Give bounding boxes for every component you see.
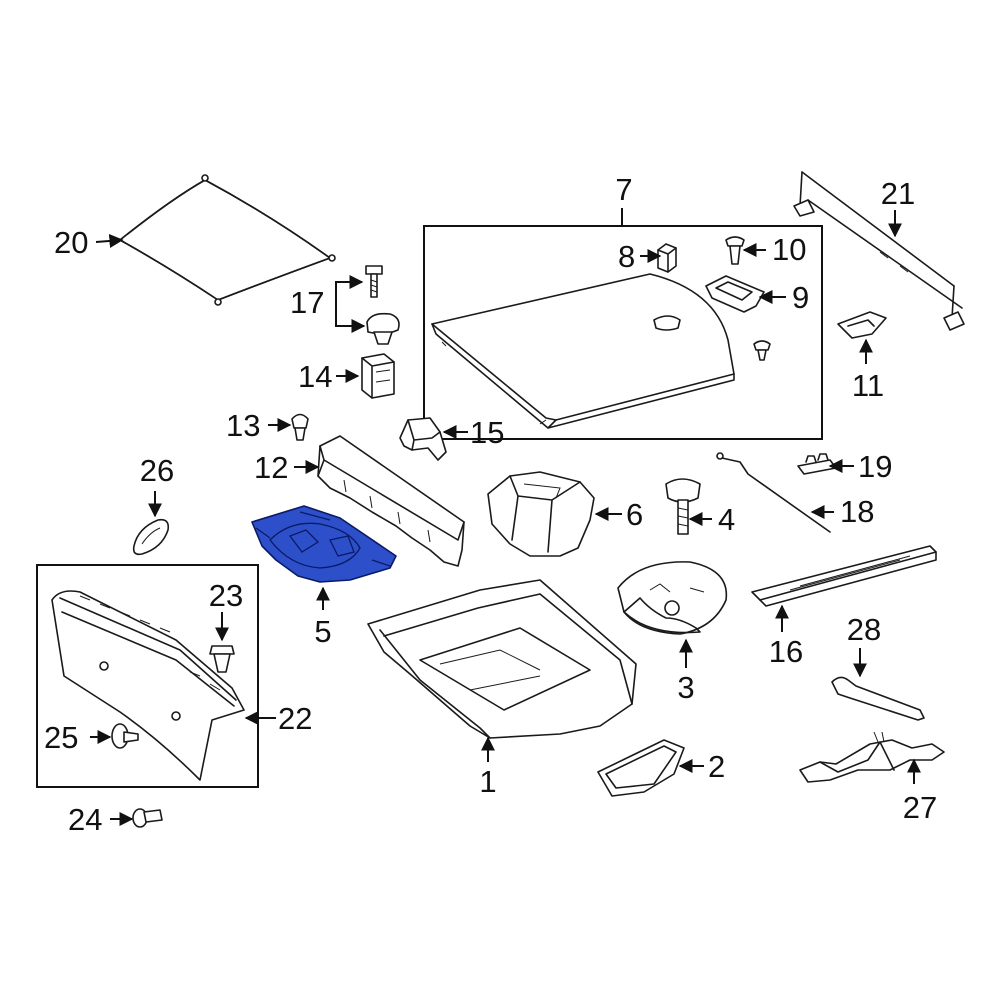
callout-23: 23	[209, 578, 243, 613]
bolt-24-part	[132, 808, 163, 828]
group-box-22	[36, 564, 259, 788]
callout-27: 27	[903, 790, 937, 825]
wheel-well-3-part	[617, 561, 728, 635]
callout-19: 19	[858, 449, 892, 484]
callout-8: 8	[618, 239, 635, 274]
trim-panel-22-part	[51, 590, 245, 781]
fastener-25-part	[111, 723, 139, 749]
callout-25: 25	[44, 720, 78, 755]
bracket-11-part	[837, 311, 887, 339]
callout-15: 15	[470, 415, 504, 450]
callout-18: 18	[840, 494, 874, 529]
tray-2-part	[597, 739, 685, 797]
wrench-28-part	[831, 676, 925, 721]
cargo-floor-7-part	[431, 273, 735, 429]
bracket-19-part	[797, 453, 837, 475]
pin-part	[753, 340, 771, 361]
callout-5: 5	[314, 614, 331, 649]
storage-box-6-part	[487, 471, 595, 557]
bracket-14-part	[361, 353, 395, 399]
callout-11: 11	[852, 368, 884, 403]
spare-tray-5-part	[251, 505, 397, 583]
callout-24: 24	[68, 802, 102, 837]
callout-2: 2	[708, 749, 725, 784]
cargo-net-part	[119, 174, 336, 306]
clip-8-part	[657, 243, 677, 273]
cargo-tub-1-part	[367, 579, 637, 739]
callout-20: 20	[54, 225, 88, 260]
callout-10: 10	[772, 232, 806, 267]
callout-28: 28	[847, 612, 881, 647]
callout-26: 26	[140, 453, 174, 488]
handle-9-part	[705, 275, 765, 313]
bolt-17-part	[365, 265, 383, 298]
callout-6: 6	[626, 497, 643, 532]
rail-16-part	[751, 545, 937, 607]
clip-23-part	[209, 645, 235, 673]
pin-10-part	[725, 236, 745, 265]
bolt-4-part	[665, 478, 701, 535]
callout-3: 3	[677, 670, 694, 705]
rod-21-part	[793, 171, 965, 331]
side-trim-12-part	[317, 435, 465, 567]
callout-4: 4	[718, 502, 735, 537]
leader-lines	[90, 208, 921, 826]
callout-13: 13	[226, 408, 260, 443]
callout-16: 16	[769, 634, 803, 669]
bracket-15-part	[399, 417, 447, 461]
callout-labels: 1 2 3 4 5 6 7 8 9 10 11 12 13 14 15 16 1…	[44, 172, 937, 837]
jack-27-part	[799, 731, 945, 783]
callout-21: 21	[881, 176, 915, 211]
rod-18-part	[716, 452, 831, 533]
callout-1: 1	[479, 764, 496, 799]
callout-9: 9	[792, 280, 809, 315]
grommet-26-part	[132, 518, 170, 556]
callout-12: 12	[254, 450, 288, 485]
callout-14: 14	[298, 359, 332, 394]
callout-7: 7	[615, 172, 632, 207]
clip-17-part	[366, 312, 400, 345]
callout-17: 17	[290, 285, 324, 320]
clip-13-part	[291, 413, 309, 441]
callout-22: 22	[278, 701, 312, 736]
